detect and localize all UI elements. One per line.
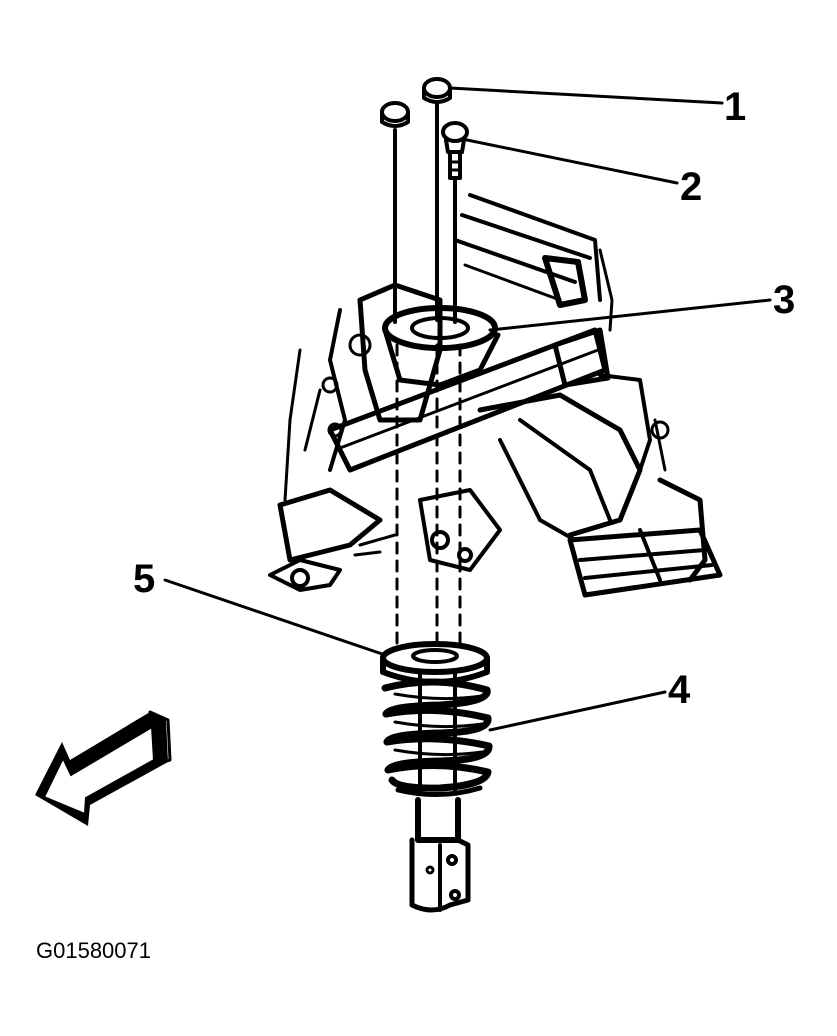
coil-spring [381,678,493,792]
vehicle-frame-structure [268,193,723,598]
bolt-2 [441,121,469,652]
upper-fasteners [380,77,469,652]
spring-upper-seat [380,641,490,685]
callout-labels: 1 2 3 4 5 [133,85,795,712]
front-direction-arrow-icon [35,710,172,826]
leader-lines [163,86,772,732]
callout-2: 2 [680,165,702,209]
callout-5: 5 [133,557,155,601]
strut-assembly [380,641,493,913]
nut-left [380,101,410,647]
figure-id: G01580071 [36,938,151,963]
callout-3: 3 [773,278,795,322]
callout-4: 4 [668,668,691,712]
strut-body [409,797,471,913]
callout-1: 1 [724,85,746,129]
